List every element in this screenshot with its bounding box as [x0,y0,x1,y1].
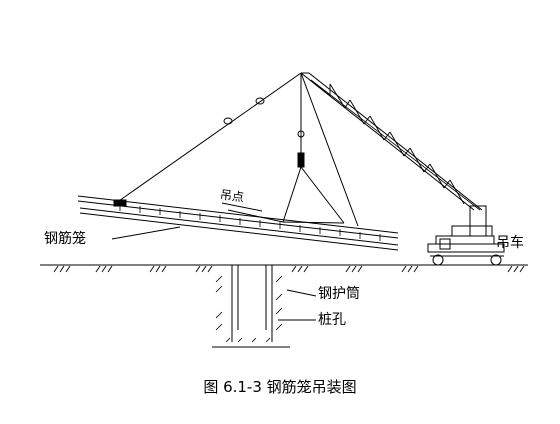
cage-lift-block-left [113,199,127,207]
pile-hole [212,265,290,348]
slings [227,166,345,224]
main-hoist-lines [115,72,359,227]
crane-boom [300,72,483,211]
ground-hatching [53,265,525,273]
label-pile-hole: 桩孔 [318,312,346,328]
crane-body [427,205,505,266]
leader-lines [111,202,317,321]
label-crane: 吊车 [496,235,524,251]
rebar-cage [77,195,399,251]
label-rebar-cage: 钢筋笼 [44,231,86,247]
label-steel-casing: 钢护筒 [318,286,360,302]
figure-caption: 图 6.1-3 钢筋笼吊装图 [203,378,357,396]
label-lift-point: 吊点 [219,187,245,205]
steel-casing [237,265,267,330]
shackles [223,97,265,125]
